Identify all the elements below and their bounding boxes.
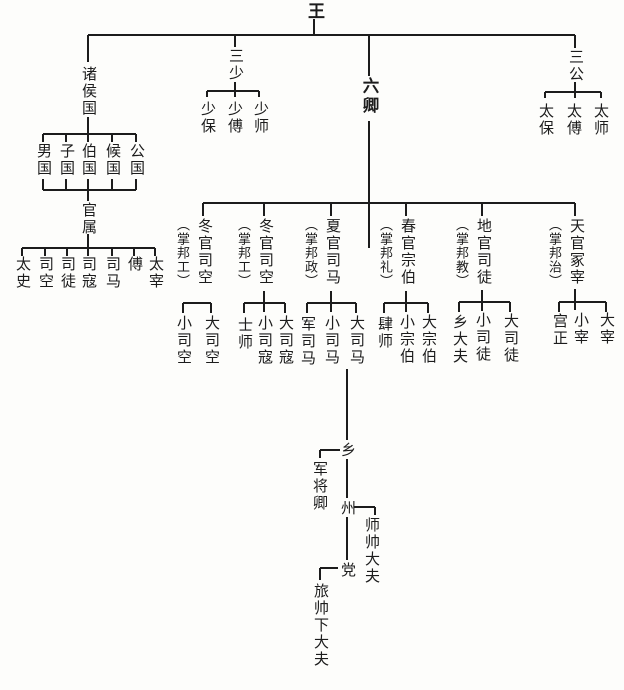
node-official-sikou: 司寇 xyxy=(80,256,96,290)
node-guanshu: 官属 xyxy=(80,202,96,236)
node-official-taizai: 太宰 xyxy=(147,256,163,290)
node-state-nan: 男国 xyxy=(35,143,51,177)
node-sub-dasikou: 大司寇 xyxy=(277,315,293,366)
minister-name: 冬官司空 xyxy=(257,218,273,286)
node-sub-sishi: 肆师 xyxy=(376,316,392,350)
node-officer-lvshuaixiadafu: 旅帅下大夫 xyxy=(312,583,328,668)
node-sub-xiaozai: 小宰 xyxy=(572,312,588,346)
node-minister-winter-2: 冬官司空 （掌邦工） xyxy=(233,218,275,288)
node-official-sima: 司马 xyxy=(104,256,120,290)
node-official-situ: 司徒 xyxy=(59,256,75,290)
node-sub-xiaozongbo: 小宗伯 xyxy=(398,314,414,365)
node-three-juniors: 三少 xyxy=(227,48,243,82)
minister-duty: （掌邦政） xyxy=(303,218,318,288)
node-sub-dazongbo: 大宗伯 xyxy=(420,314,436,365)
node-shaofu: 少傅 xyxy=(226,101,242,135)
node-unit-dang: 党 xyxy=(339,562,355,579)
node-king: 王 xyxy=(305,2,324,19)
node-minister-winter-1: 冬官司空 （掌邦工） xyxy=(172,218,214,288)
minister-name: 春官宗伯 xyxy=(399,218,415,286)
node-officer-shishuaidafu: 师帅大夫 xyxy=(363,517,379,585)
node-minister-heaven: 天官冢宰 （掌邦治） xyxy=(544,218,586,288)
node-minister-summer: 夏官司马 （掌邦政） xyxy=(300,218,342,288)
node-sub-xiaosikong: 小司空 xyxy=(175,315,191,366)
node-sub-xiaosima: 小司马 xyxy=(323,315,339,366)
node-unit-xiang: 乡 xyxy=(339,442,355,459)
connector-group xyxy=(21,19,607,580)
minister-duty: （掌邦礼） xyxy=(378,218,393,288)
node-sub-gongzheng: 宫正 xyxy=(551,313,567,347)
node-minister-spring: 春官宗伯 （掌邦礼） xyxy=(375,218,417,288)
minister-name: 地官司徒 xyxy=(475,218,491,286)
minister-duty: （掌邦教） xyxy=(454,218,469,288)
node-sub-shishi: 士师 xyxy=(236,317,252,351)
node-minister-earth: 地官司徒 （掌邦教） xyxy=(451,218,493,288)
node-sub-junsima: 军司马 xyxy=(299,316,315,367)
node-sub-dasitu: 大司徒 xyxy=(502,313,518,364)
node-sub-dazai: 大宰 xyxy=(598,312,614,346)
node-shaobao: 少保 xyxy=(199,101,215,135)
minister-duty: （掌邦工） xyxy=(175,218,190,288)
node-sub-xiaositu: 小司徒 xyxy=(474,312,490,363)
node-taishi: 太师 xyxy=(592,103,608,137)
node-official-fu: 傅 xyxy=(126,256,142,273)
minister-duty: （掌邦工） xyxy=(236,218,251,288)
minister-name: 夏官司马 xyxy=(324,218,340,286)
node-state-zi: 子国 xyxy=(58,143,74,177)
node-officer-junjiangqing: 军将卿 xyxy=(311,461,327,512)
node-state-hou: 候国 xyxy=(104,143,120,177)
node-sub-xiangdafu: 乡大夫 xyxy=(451,314,467,365)
node-six-ministers: 六卿 xyxy=(360,77,379,116)
node-sub-dasima: 大司马 xyxy=(348,315,364,366)
node-sub-dasikong: 大司空 xyxy=(203,315,219,366)
node-unit-zhou: 州 xyxy=(339,500,355,517)
node-official-taishi: 太史 xyxy=(14,256,30,290)
minister-name: 天官冢宰 xyxy=(568,218,584,286)
node-feudal-states: 诸侯国 xyxy=(80,66,96,117)
node-taibao: 太保 xyxy=(537,103,553,137)
node-state-gong: 公国 xyxy=(128,143,144,177)
minister-duty: （掌邦治） xyxy=(547,218,562,288)
node-three-dukes: 三公 xyxy=(567,49,583,83)
node-official-sikong: 司空 xyxy=(37,256,53,290)
node-state-bo: 伯国 xyxy=(80,143,96,177)
node-taifu: 太傅 xyxy=(565,103,581,137)
node-sub-xiaosikou: 小司寇 xyxy=(256,315,272,366)
minister-name: 冬官司空 xyxy=(196,218,212,286)
node-shaoshi: 少师 xyxy=(252,101,268,135)
